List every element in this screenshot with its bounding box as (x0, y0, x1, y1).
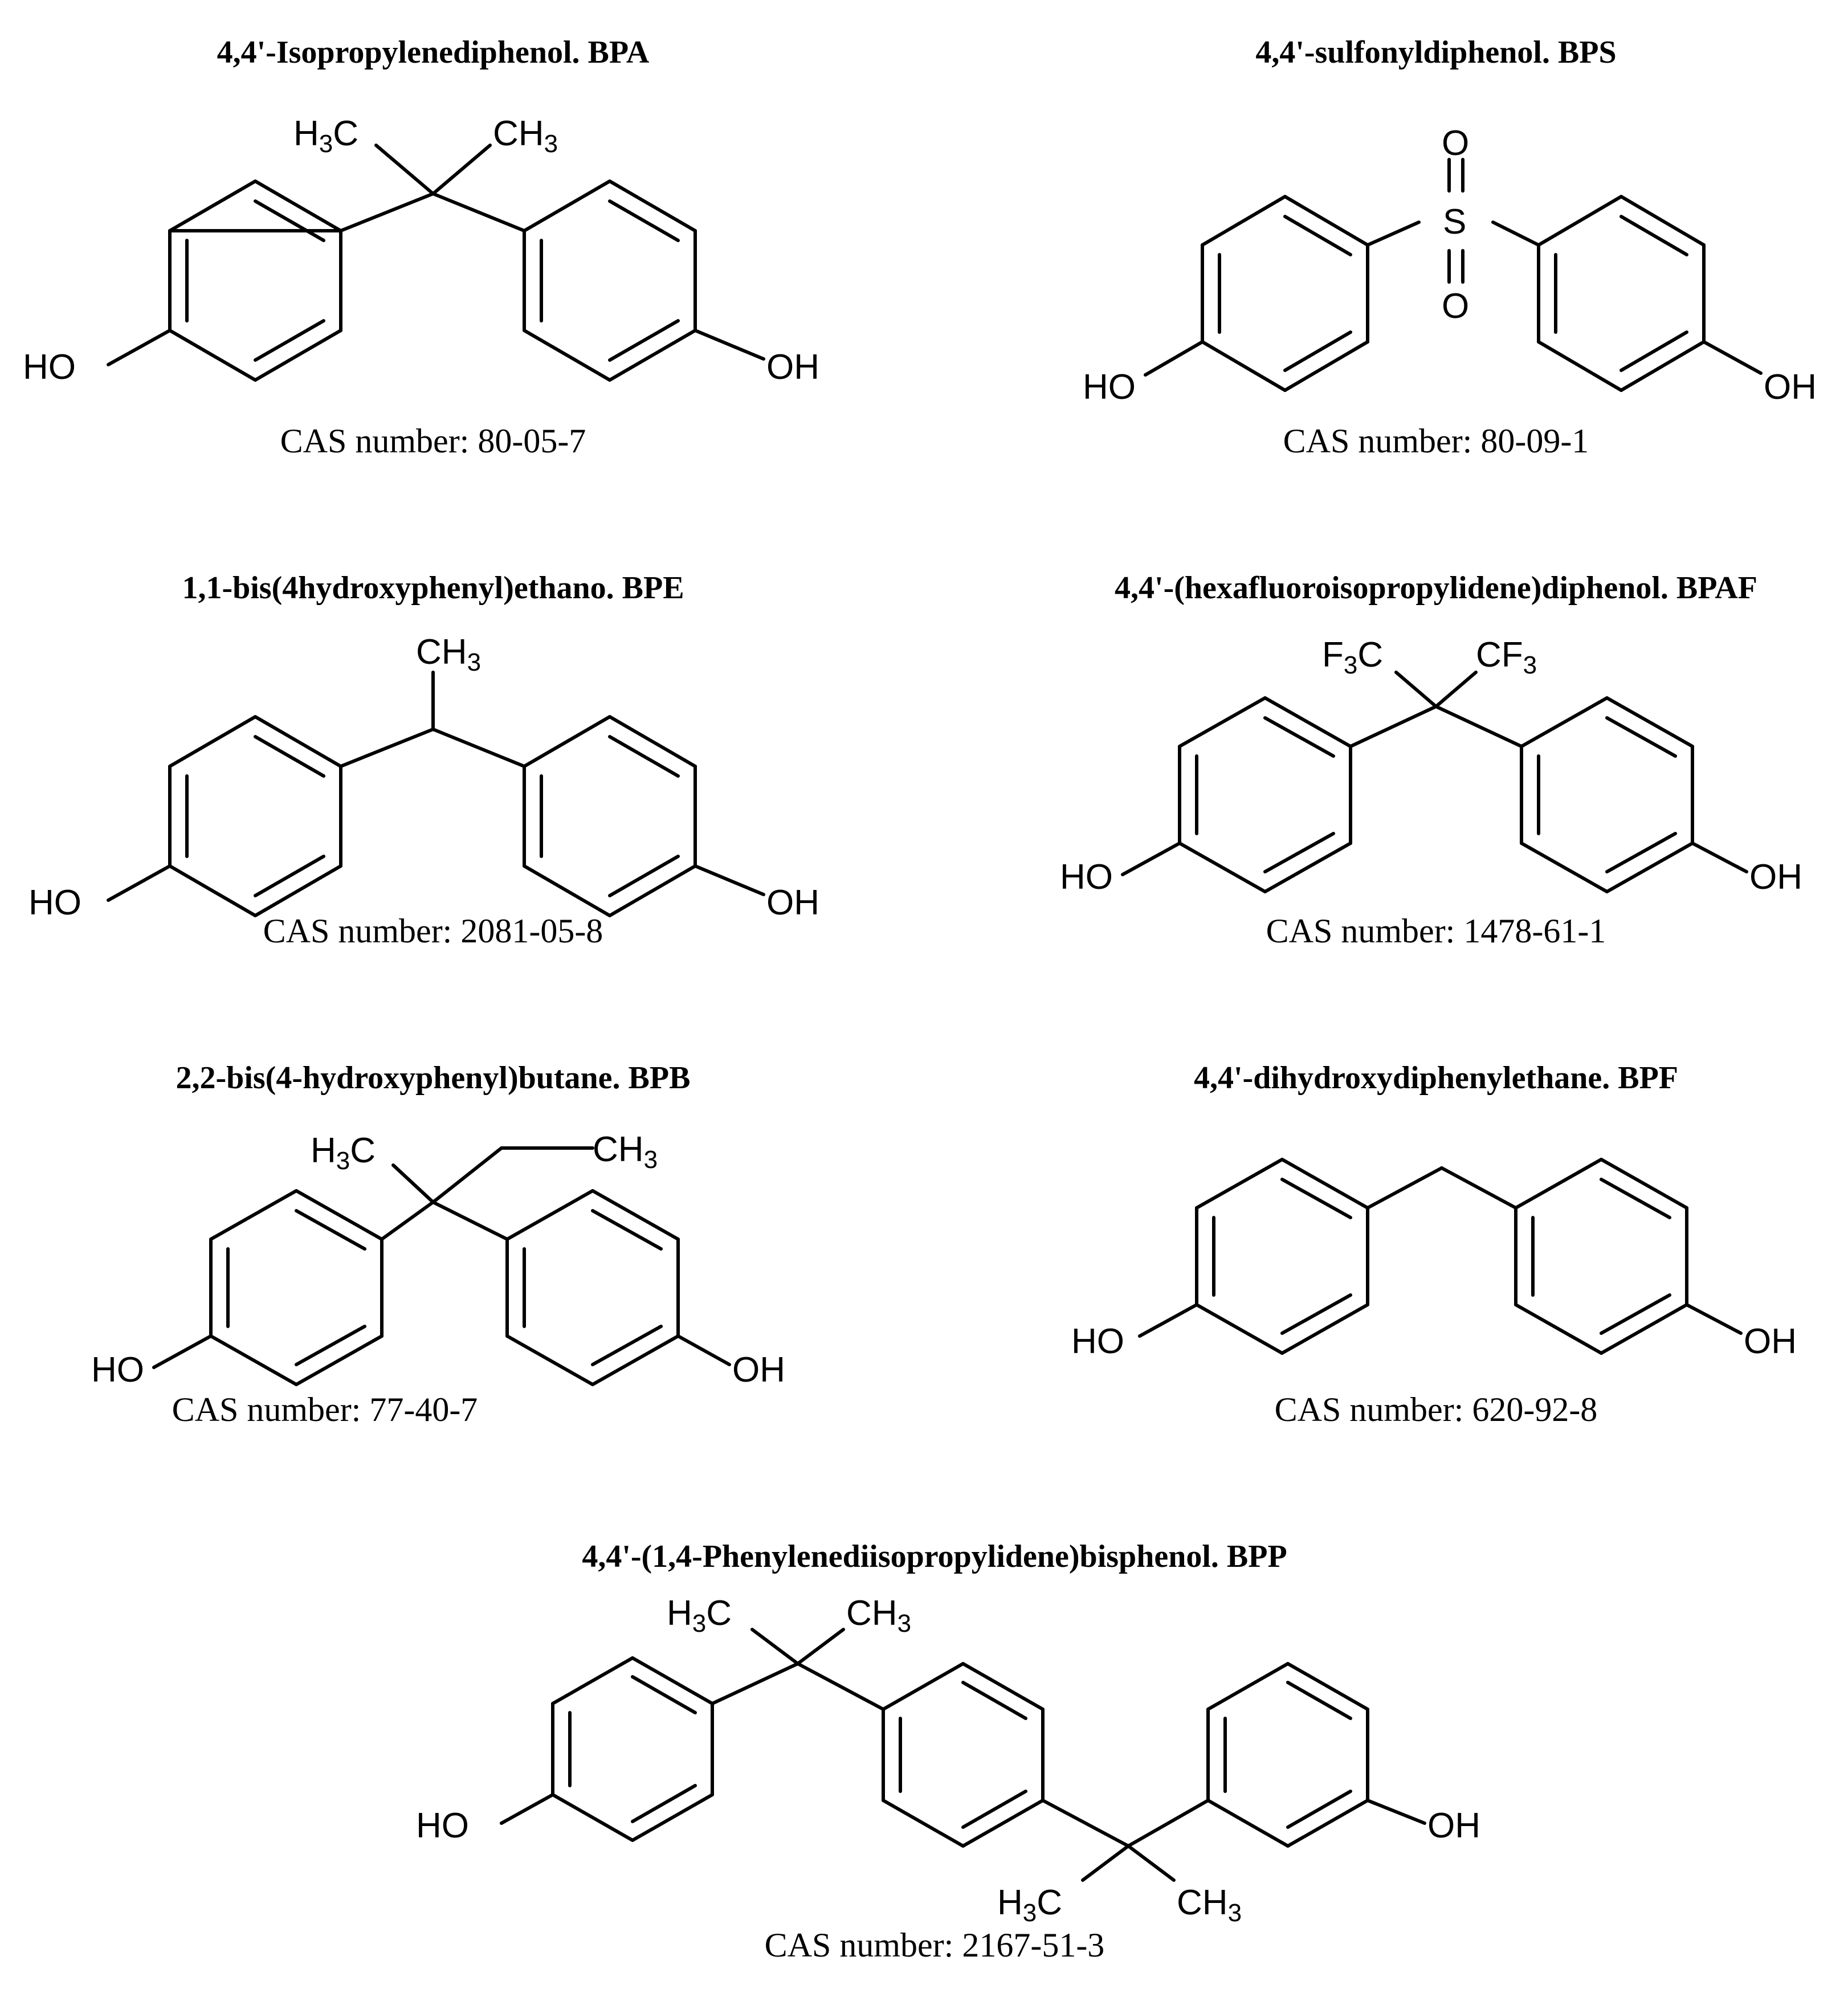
hydroxyl-label: HO (91, 1350, 144, 1390)
compound-name: 1,1-bis(4hydroxyphenyl)ethano. BPE (182, 570, 684, 606)
methyl-label: H3C (667, 1594, 732, 1637)
hydroxyl-label: HO (1060, 857, 1113, 897)
structure-diagram: H3C CH3 H3C CH3 HO OH (416, 1594, 1480, 1927)
compound-name: 4,4'-(hexafluoroisopropylidene)diphenol.… (1115, 570, 1757, 606)
compound-name: 4,4'-sulfonyldiphenol. BPS (1255, 35, 1617, 70)
oxygen-label: O (1442, 124, 1469, 163)
compound-name: 4,4'-dihydroxydiphenylethane. BPF (1193, 1060, 1678, 1096)
methyl-label: H3C (293, 114, 358, 158)
methyl-label: CH3 (493, 114, 558, 158)
compound-panel-bpaf: 4,4'-(hexafluoroisopropylidene)diphenol.… (1026, 558, 1846, 991)
hydroxyl-label: OH (766, 883, 819, 922)
hydroxyl-label: HO (416, 1806, 469, 1845)
compound-panel-bpe: 1,1-bis(4hydroxyphenyl)ethano. BPE CH3 H… (23, 558, 843, 991)
cas-number: CAS number: 80-09-1 (1283, 422, 1589, 460)
cas-number: CAS number: 2081-05-8 (263, 912, 603, 950)
cas-number: CAS number: 2167-51-3 (764, 1926, 1105, 1964)
structure-diagram: HO OH H3C CH3 (23, 114, 819, 387)
cas-number: CAS number: 77-40-7 (172, 1391, 478, 1428)
compound-panel-bpf: 4,4'-dihydroxydiphenylethane. BPF HO OH … (1026, 1048, 1846, 1470)
methyl-label: H3C (997, 1883, 1062, 1927)
hydroxyl-label: OH (1764, 367, 1817, 407)
structure-diagram: H3C CH3 HO OH (91, 1130, 785, 1390)
methyl-label: H3C (311, 1131, 376, 1175)
methyl-label: CH3 (1177, 1883, 1242, 1927)
hydroxyl-label: HO (1071, 1322, 1124, 1361)
methyl-label: CH3 (846, 1594, 911, 1637)
compound-panel-bpa: 4,4'-Isopropylenediphenol. BPA HO OH H3C… (23, 23, 843, 490)
hydroxyl-label: OH (1427, 1806, 1480, 1845)
methyl-label: CH3 (593, 1130, 658, 1174)
compound-name: 4,4'-(1,4-Phenylenediisopropylidene)bisp… (582, 1539, 1287, 1574)
methyl-label: CH3 (416, 632, 481, 676)
compound-name: 4,4'-Isopropylenediphenol. BPA (217, 35, 650, 70)
hydroxyl-label: OH (1749, 857, 1802, 897)
trifluoromethyl-label: CF3 (1476, 635, 1537, 679)
hydroxyl-label: HO (1083, 367, 1136, 407)
hydroxyl-label: OH (766, 348, 819, 387)
compound-panel-bps: 4,4'-sulfonyldiphenol. BPS S O O HO OH C… (1026, 23, 1846, 490)
hydroxyl-label: OH (732, 1350, 785, 1390)
compound-panel-bpp: 4,4'-(1,4-Phenylenediisopropylidene)bisp… (342, 1527, 1527, 1971)
trifluoromethyl-label: F3C (1322, 635, 1383, 679)
structure-diagram: S O O HO OH (1083, 124, 1817, 407)
cas-number: CAS number: 620-92-8 (1274, 1391, 1598, 1428)
cas-number: CAS number: 1478-61-1 (1266, 912, 1606, 950)
cas-number: CAS number: 80-05-7 (280, 422, 586, 460)
compound-name: 2,2-bis(4-hydroxyphenyl)butane. BPB (176, 1060, 691, 1096)
structure-diagram: HO OH (1071, 1158, 1797, 1361)
structure-diagram: F3C CF3 HO OH (1060, 635, 1802, 897)
oxygen-label: O (1442, 287, 1469, 326)
hydroxyl-label: HO (23, 348, 76, 387)
structure-diagram: CH3 HO OH (28, 632, 819, 922)
hydroxyl-label: OH (1744, 1322, 1797, 1361)
sulfur-label: S (1443, 202, 1466, 242)
compound-panel-bpb: 2,2-bis(4-hydroxyphenyl)butane. BPB H3C … (23, 1048, 843, 1470)
hydroxyl-label: HO (28, 883, 81, 922)
